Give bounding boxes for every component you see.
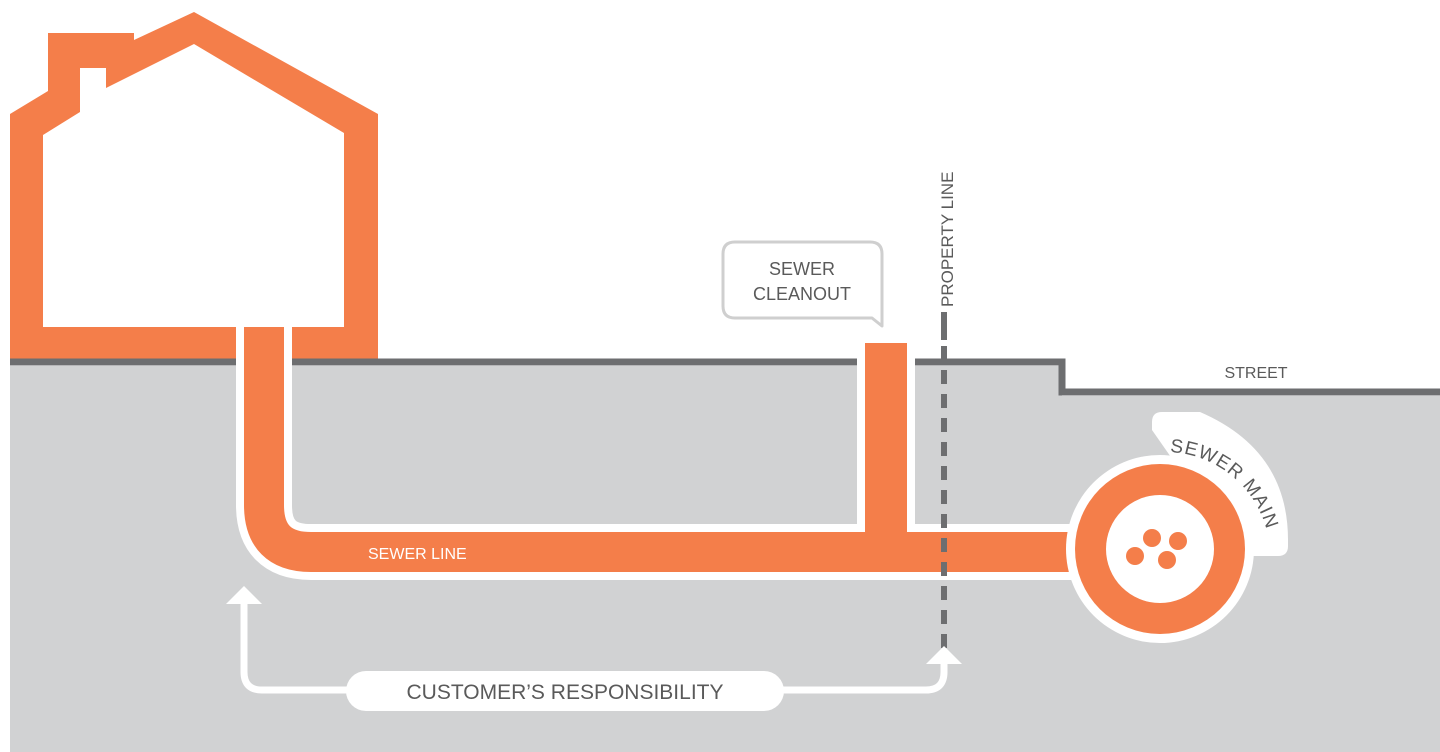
street-label: STREET (1224, 365, 1287, 382)
cleanout-label-line1: SEWER (769, 259, 835, 279)
sewer-main-dot (1126, 547, 1144, 565)
responsibility-pill (346, 671, 784, 711)
sewer-line-label: SEWER LINE (368, 546, 467, 563)
sewer-main-dots (1126, 529, 1187, 569)
sewer-main-dot (1169, 532, 1187, 550)
customer-responsibility-label: CUSTOMER’S RESPONSIBILITY (406, 681, 723, 704)
cleanout-riser (865, 343, 907, 543)
cleanout-label-line2: CLEANOUT (753, 284, 851, 304)
arrow-up-icon (926, 646, 962, 664)
property-line-label: PROPERTY LINE (938, 172, 957, 307)
cleanout-bubble (721, 240, 884, 328)
ground-line (10, 358, 1440, 396)
sewer-main-inner (1106, 495, 1214, 603)
arrow-up-icon (226, 586, 262, 604)
house-icon (10, 12, 378, 362)
sewer-main-dot (1158, 551, 1176, 569)
sewer-line-pipe (244, 327, 1130, 572)
sewer-main-dot (1143, 529, 1161, 547)
